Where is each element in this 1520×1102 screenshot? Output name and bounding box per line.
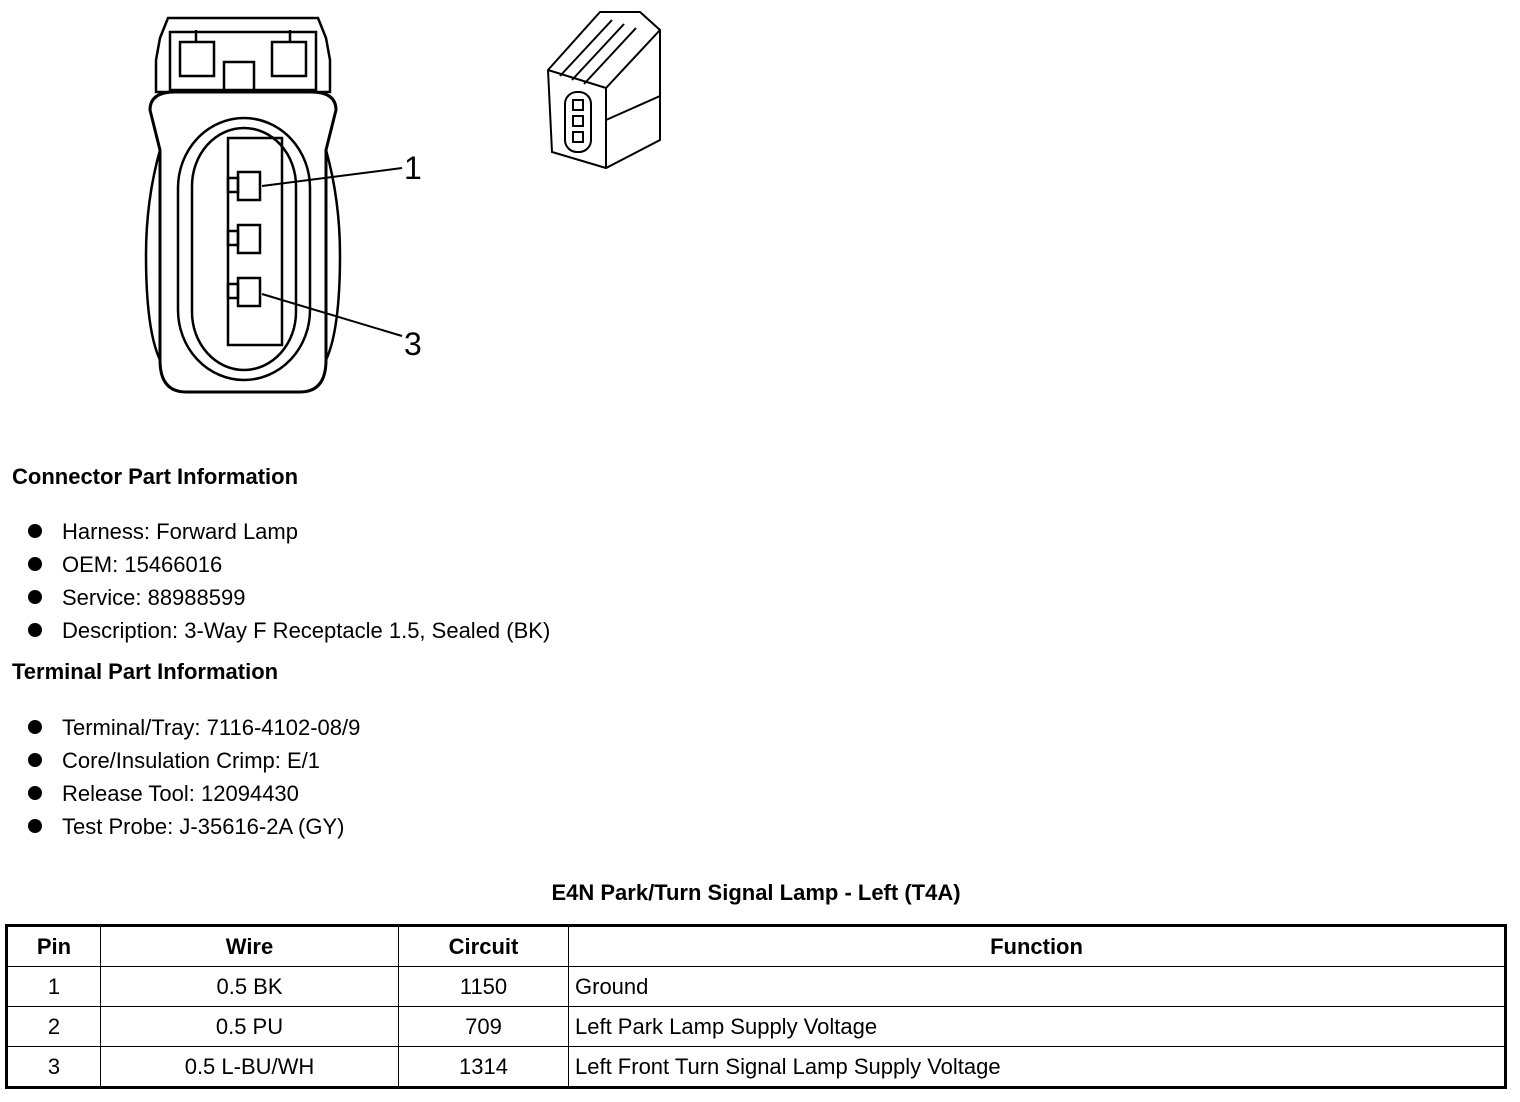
cavity-2 bbox=[236, 223, 262, 255]
cell-wire: 0.5 L-BU/WH bbox=[100, 1046, 399, 1088]
header-circuit: Circuit bbox=[398, 925, 569, 967]
pin-table-title: E4N Park/Turn Signal Lamp - Left (T4A) bbox=[551, 880, 961, 905]
header-pin: Pin bbox=[6, 925, 101, 967]
table-row: 3 0.5 L-BU/WH 1314 Left Front Turn Signa… bbox=[6, 1046, 1506, 1088]
connector-latch bbox=[154, 16, 332, 94]
cell-function: Left Park Lamp Supply Voltage bbox=[568, 1006, 1506, 1047]
connector-info-title: Connector Part Information bbox=[12, 464, 299, 489]
cell-function: Left Front Turn Signal Lamp Supply Volta… bbox=[568, 1046, 1506, 1088]
list-item: Harness: Forward Lamp bbox=[28, 515, 550, 548]
list-item: Terminal/Tray: 7116-4102-08/9 bbox=[28, 711, 360, 744]
cell-wire: 0.5 BK bbox=[100, 966, 399, 1007]
cell-pin: 3 bbox=[6, 1046, 101, 1088]
connector-info-list: Harness: Forward Lamp OEM: 15466016 Serv… bbox=[28, 515, 550, 647]
cell-circuit: 1314 bbox=[398, 1046, 569, 1088]
connector-iso-view bbox=[546, 11, 661, 170]
pin-table: Pin Wire Circuit Function 1 0.5 BK 1150 … bbox=[5, 924, 1507, 1089]
terminal-info-title: Terminal Part Information bbox=[12, 659, 279, 684]
list-item: OEM: 15466016 bbox=[28, 548, 550, 581]
connector-drawing bbox=[144, 11, 661, 394]
callout-3-label: 3 bbox=[404, 326, 422, 362]
table-header-row: Pin Wire Circuit Function bbox=[6, 925, 1506, 967]
cavity-3 bbox=[236, 276, 262, 308]
list-item: Test Probe: J-35616-2A (GY) bbox=[28, 810, 360, 843]
cell-pin: 1 bbox=[6, 966, 101, 1007]
header-function: Function bbox=[568, 925, 1506, 967]
cell-circuit: 709 bbox=[398, 1006, 569, 1047]
list-item: Core/Insulation Crimp: E/1 bbox=[28, 744, 360, 777]
cavity-1 bbox=[236, 170, 262, 202]
cell-circuit: 1150 bbox=[398, 966, 569, 1007]
table-row: 1 0.5 BK 1150 Ground bbox=[6, 966, 1506, 1007]
cell-pin: 2 bbox=[6, 1006, 101, 1047]
list-item: Service: 88988599 bbox=[28, 581, 550, 614]
cell-wire: 0.5 PU bbox=[100, 1006, 399, 1047]
callout-1-leader bbox=[261, 167, 403, 187]
connector-seal bbox=[176, 116, 312, 382]
list-item: Description: 3-Way F Receptacle 1.5, Sea… bbox=[28, 614, 550, 647]
header-wire: Wire bbox=[100, 925, 399, 967]
cell-function: Ground bbox=[568, 966, 1506, 1007]
table-row: 2 0.5 PU 709 Left Park Lamp Supply Volta… bbox=[6, 1006, 1506, 1047]
terminal-info-list: Terminal/Tray: 7116-4102-08/9 Core/Insul… bbox=[28, 711, 360, 843]
list-item: Release Tool: 12094430 bbox=[28, 777, 360, 810]
callout-3-leader bbox=[261, 293, 403, 337]
callout-1-label: 1 bbox=[404, 150, 422, 186]
